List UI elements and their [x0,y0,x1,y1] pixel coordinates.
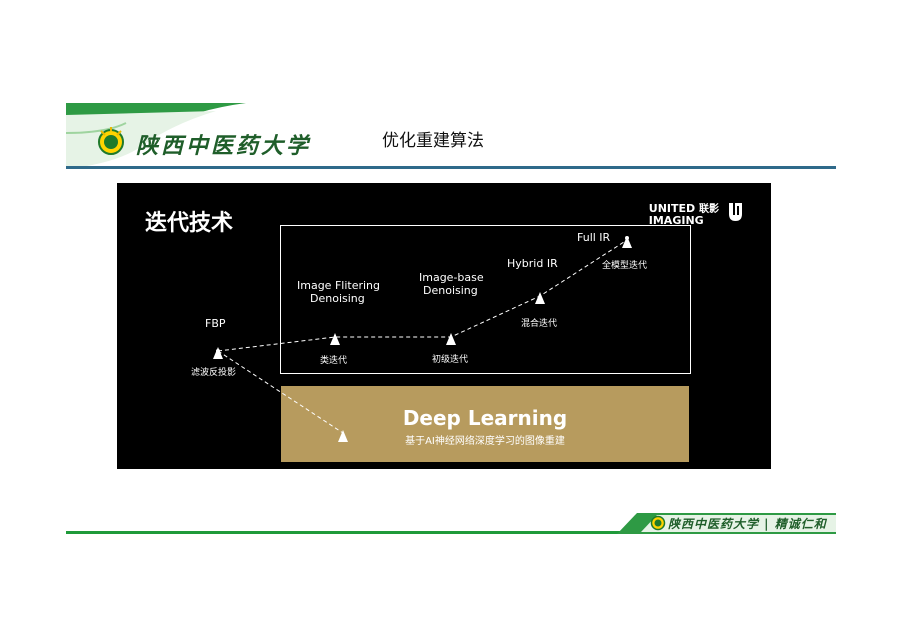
footer-emblem-icon [650,515,666,531]
stage-image-filtering-cn: 类迭代 [320,356,348,366]
university-emblem-icon [98,127,124,155]
footer-calligraphy: 陕西中医药大学 | 精诚仁和 [668,517,827,531]
footer-divider [66,531,836,534]
stage-fbp-cn: 滤波反投影 [191,368,237,378]
stage-image-base-title-2: Denoising [423,284,478,297]
university-name-calligraphy: 陕西中医药大学 [136,133,312,159]
stage-image-base-cn: 初级迭代 [432,355,469,365]
deep-learning-panel: Deep Learning 基于AI神经网络深度学习的图像重建 [281,386,689,462]
header-divider [66,166,836,169]
united-imaging-logo: UNITED 联影 IMAGING [649,203,719,226]
brand-en-line2: IMAGING [648,214,704,227]
footer-green-band [617,513,836,534]
stage-image-filtering-title-2: Denoising [310,292,365,305]
stage-full-title: Full IR [577,231,611,244]
brand-en-line1: UNITED [648,202,696,215]
iteration-technology-slide: 迭代技术 UNITED 联影 IMAGING Deep Learning 基于A… [117,183,771,469]
deep-learning-subtitle: 基于AI神经网络深度学习的图像重建 [405,436,565,447]
deep-learning-title: Deep Learning [402,406,568,430]
iterative-methods-frame [280,225,691,374]
stage-hybrid-cn: 混合迭代 [521,319,558,329]
united-imaging-mark-icon [729,203,742,221]
brand-cn: 联影 [699,204,719,215]
stage-full-cn: 全模型迭代 [602,261,648,271]
page-title: 优化重建算法 [382,131,484,151]
slide-heading: 迭代技术 [145,211,234,236]
stage-fbp-title: FBP [205,317,226,330]
stage-image-filtering-title-1: Image Flitering [297,279,380,292]
stage-image-base-title-1: Image-base [419,271,484,284]
progression-path [213,236,632,442]
stage-hybrid-title: Hybrid IR [507,257,558,270]
